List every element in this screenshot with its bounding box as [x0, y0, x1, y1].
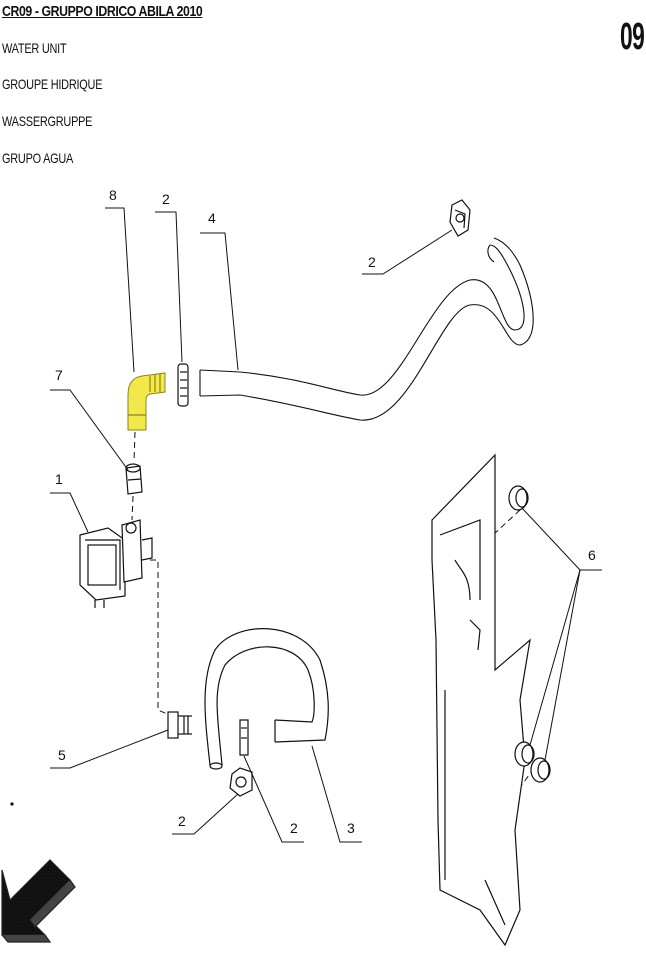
part-2-clamp-right[interactable]: [449, 199, 471, 237]
part-2-clip-lower[interactable]: [239, 719, 249, 756]
callout-2-lower-left: 2: [178, 813, 186, 829]
leader-lines: [50, 207, 602, 843]
callout-2-right: 2: [368, 254, 376, 270]
part-6-grommets[interactable]: [508, 485, 551, 783]
page-title: CR09 - GRUPPO IDRICO ABILA 2010: [2, 3, 203, 20]
callout-7: 7: [55, 367, 63, 383]
stray-mark: [10, 802, 14, 806]
part-3-hose[interactable]: [204, 628, 329, 770]
part-2-clip-top[interactable]: [177, 363, 189, 407]
part-1-solenoid-valve[interactable]: [79, 519, 153, 608]
callout-4: 4: [208, 210, 216, 226]
callout-6: 6: [588, 547, 596, 563]
part-5-connector[interactable]: [167, 711, 192, 739]
part-7-nut[interactable]: [125, 463, 143, 495]
subtitle-fr: GROUPE HIDRIQUE: [2, 76, 103, 92]
callout-2-top: 2: [162, 191, 170, 207]
callout-8: 8: [109, 187, 117, 203]
subtitle-de: WASSERGRUPPE: [2, 113, 93, 129]
subtitle-en: WATER UNIT: [2, 40, 67, 56]
callout-2-lower-mid: 2: [290, 820, 298, 836]
callout-3: 3: [347, 820, 355, 836]
direction-arrow-icon: [1, 859, 76, 943]
subtitle-es: GRUPO AGUA: [2, 150, 74, 166]
page-number: 09: [620, 16, 645, 58]
callout-1: 1: [55, 471, 63, 487]
part-8-elbow-fitting[interactable]: [127, 372, 166, 431]
callout-5: 5: [58, 747, 66, 763]
callout-labels: 8 2 4 2 7 1 6 5 2 2 3: [55, 187, 596, 836]
support-bracket: [431, 453, 531, 947]
part-4-hose[interactable]: [199, 237, 534, 421]
part-2-clamp-lower[interactable]: [229, 767, 253, 797]
